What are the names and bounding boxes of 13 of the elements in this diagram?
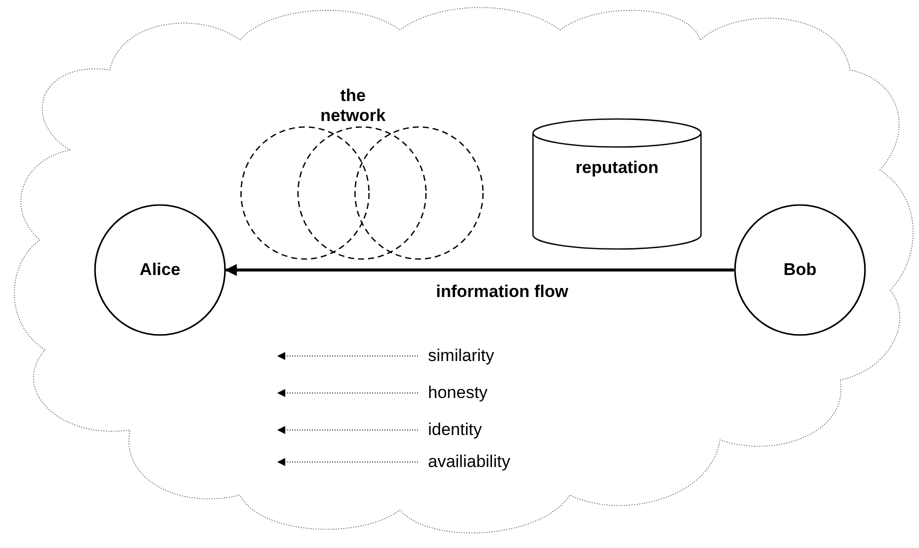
arrow: [277, 458, 418, 466]
node-label: Alice: [140, 260, 180, 280]
arrow: [277, 352, 418, 360]
legend-text: similarity: [428, 346, 494, 366]
node-label: the network: [319, 86, 387, 126]
node-label: Bob: [783, 260, 817, 280]
node-label: reputation: [575, 158, 659, 178]
arrow: [277, 426, 418, 434]
arrow: [277, 389, 418, 397]
legend-text: honesty: [428, 383, 488, 403]
arrow: [224, 264, 734, 276]
legend-text: identity: [428, 420, 482, 440]
legend-text: availiability: [428, 452, 510, 472]
